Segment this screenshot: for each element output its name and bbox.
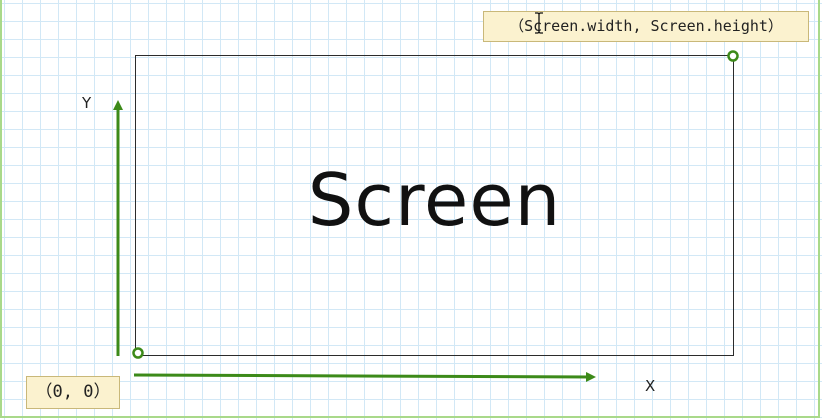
- y-axis-label: Y: [82, 94, 92, 112]
- origin-coordinate-box: （0, 0）: [26, 376, 120, 409]
- x-axis-label: X: [645, 377, 656, 395]
- screen-rectangle: [135, 55, 734, 356]
- x-axis-arrow: [133, 371, 596, 382]
- screen-size-coordinate-box: （Screen.width, Screen.height）: [483, 11, 809, 42]
- origin-point-marker: [132, 347, 144, 359]
- screen-label: Screen: [307, 158, 562, 242]
- corner-point-marker: [727, 50, 739, 62]
- text-cursor-icon: [535, 12, 543, 34]
